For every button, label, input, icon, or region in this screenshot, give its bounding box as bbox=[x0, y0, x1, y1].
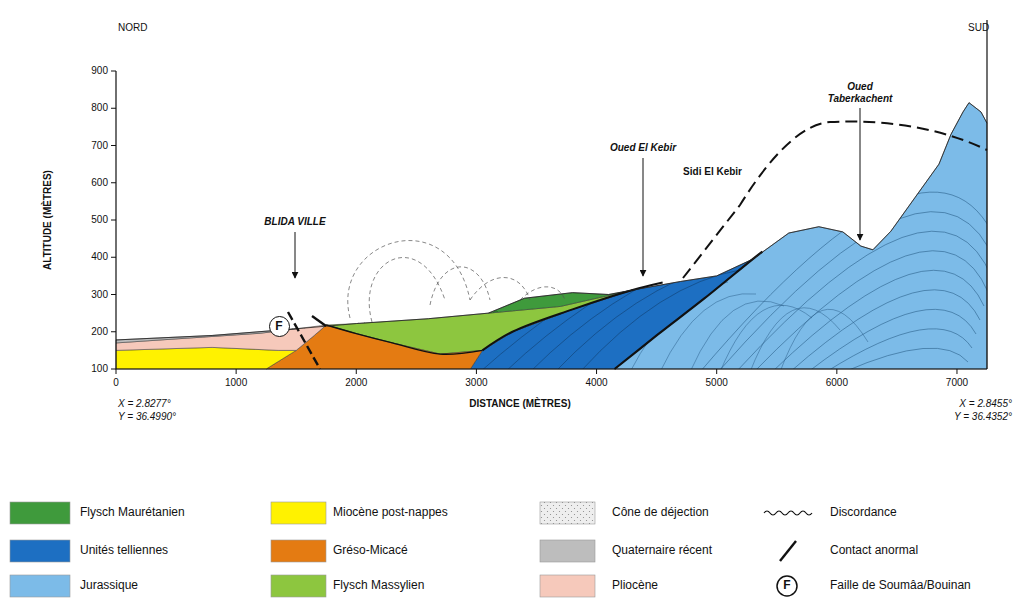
tick-label: 900 bbox=[91, 65, 108, 77]
axes bbox=[111, 20, 987, 374]
tick-label: 7000 bbox=[946, 377, 968, 389]
legend-line-sample bbox=[764, 511, 812, 515]
fold-outline bbox=[348, 241, 470, 318]
tick-label: 5000 bbox=[706, 377, 728, 389]
legend-swatch bbox=[540, 575, 595, 597]
legend-label: Unités telliennes bbox=[80, 544, 168, 558]
legend-label: Quaternaire récent bbox=[612, 544, 712, 558]
axis-title: ALTITUDE (MÈTRES) bbox=[42, 170, 54, 270]
place-label: Sidi El Kebir bbox=[683, 166, 742, 178]
fault-line bbox=[312, 316, 326, 326]
legend-swatch bbox=[271, 540, 326, 562]
legend-swatch bbox=[540, 540, 595, 562]
legend-label: Contact anormal bbox=[830, 544, 918, 558]
place-label: Oued Taberkachent bbox=[821, 81, 899, 104]
legend-label: Discordance bbox=[830, 506, 897, 520]
fold-outline bbox=[520, 287, 565, 300]
tick-label: 3000 bbox=[465, 377, 487, 389]
tick-label: 500 bbox=[91, 214, 108, 226]
contact-line bbox=[615, 252, 763, 369]
legend-label: Cône de déjection bbox=[612, 506, 709, 520]
tick-label: 4000 bbox=[585, 377, 607, 389]
contact-line bbox=[326, 325, 482, 354]
eroded-anticline bbox=[683, 122, 987, 278]
tick-label: 0 bbox=[113, 377, 119, 389]
fault-line bbox=[288, 312, 320, 369]
miocene-unit bbox=[116, 347, 296, 369]
bedding-lines bbox=[600, 192, 1000, 372]
coordinate-label: Y = 36.4352° bbox=[954, 411, 1012, 423]
pointer-arrow bbox=[860, 108, 861, 240]
place-label: Oued El Kebir bbox=[610, 142, 676, 154]
legend-label: Jurassique bbox=[80, 579, 138, 593]
legend-swatch bbox=[10, 540, 70, 562]
fault-letter: F bbox=[275, 320, 282, 332]
tick-label: 600 bbox=[91, 177, 108, 189]
legend-label: Faille de Soumâa/Bouinan bbox=[830, 579, 980, 593]
fold-outline bbox=[369, 257, 445, 322]
legend-samples bbox=[10, 502, 812, 597]
bedding-lines bbox=[480, 250, 740, 372]
fault-marker: F bbox=[269, 316, 290, 337]
legend-line-sample bbox=[780, 541, 796, 561]
tick-label: 700 bbox=[91, 140, 108, 152]
legend-fault-symbol bbox=[777, 576, 797, 596]
abnormal-contacts bbox=[326, 252, 762, 369]
legend-swatch bbox=[271, 502, 326, 524]
coordinate-label: Y = 36.4990° bbox=[118, 411, 176, 423]
coordinate-label: X = 2.8277° bbox=[118, 398, 171, 410]
legend-swatch bbox=[10, 502, 70, 524]
tick-label: 2000 bbox=[345, 377, 367, 389]
legend-label: Gréso-Micacé bbox=[333, 544, 408, 558]
direction-label: NORD bbox=[118, 22, 147, 34]
topographic-surface bbox=[116, 103, 987, 340]
pointer-arrows bbox=[295, 108, 860, 278]
tick-label: 800 bbox=[91, 103, 108, 115]
legend-stipple bbox=[540, 502, 595, 524]
legend-label: Miocène post-nappes bbox=[333, 506, 448, 520]
tick-label: 1000 bbox=[225, 377, 247, 389]
geology-layers bbox=[116, 103, 987, 369]
legend-swatch bbox=[10, 575, 70, 597]
tick-label: 400 bbox=[91, 252, 108, 264]
axis-title: DISTANCE (MÈTRES) bbox=[469, 398, 570, 410]
legend-label: Flysch Maurétanien bbox=[80, 506, 185, 520]
legend-swatch bbox=[540, 502, 595, 524]
direction-label: SUD bbox=[968, 22, 989, 34]
tick-label: 200 bbox=[91, 326, 108, 338]
coordinate-label: X = 2.8455° bbox=[959, 398, 1012, 410]
tick-label: 6000 bbox=[826, 377, 848, 389]
fold-outline bbox=[470, 278, 530, 301]
place-label: BLIDA VILLE bbox=[264, 216, 325, 228]
pointer-arrow bbox=[295, 232, 296, 278]
mauretanian-flysch bbox=[488, 290, 632, 313]
fault-symbol-letter: F bbox=[783, 579, 790, 593]
legend-label: Flysch Massylien bbox=[333, 579, 424, 593]
legend-swatch bbox=[271, 575, 326, 597]
tick-label: 100 bbox=[91, 363, 108, 375]
eroded-fold-outlines bbox=[348, 241, 565, 322]
fold-outline bbox=[430, 267, 490, 305]
fold-texture bbox=[490, 311, 604, 329]
legend-label: Pliocène bbox=[612, 579, 658, 593]
tick-label: 300 bbox=[91, 289, 108, 301]
pointer-arrow bbox=[643, 158, 644, 276]
